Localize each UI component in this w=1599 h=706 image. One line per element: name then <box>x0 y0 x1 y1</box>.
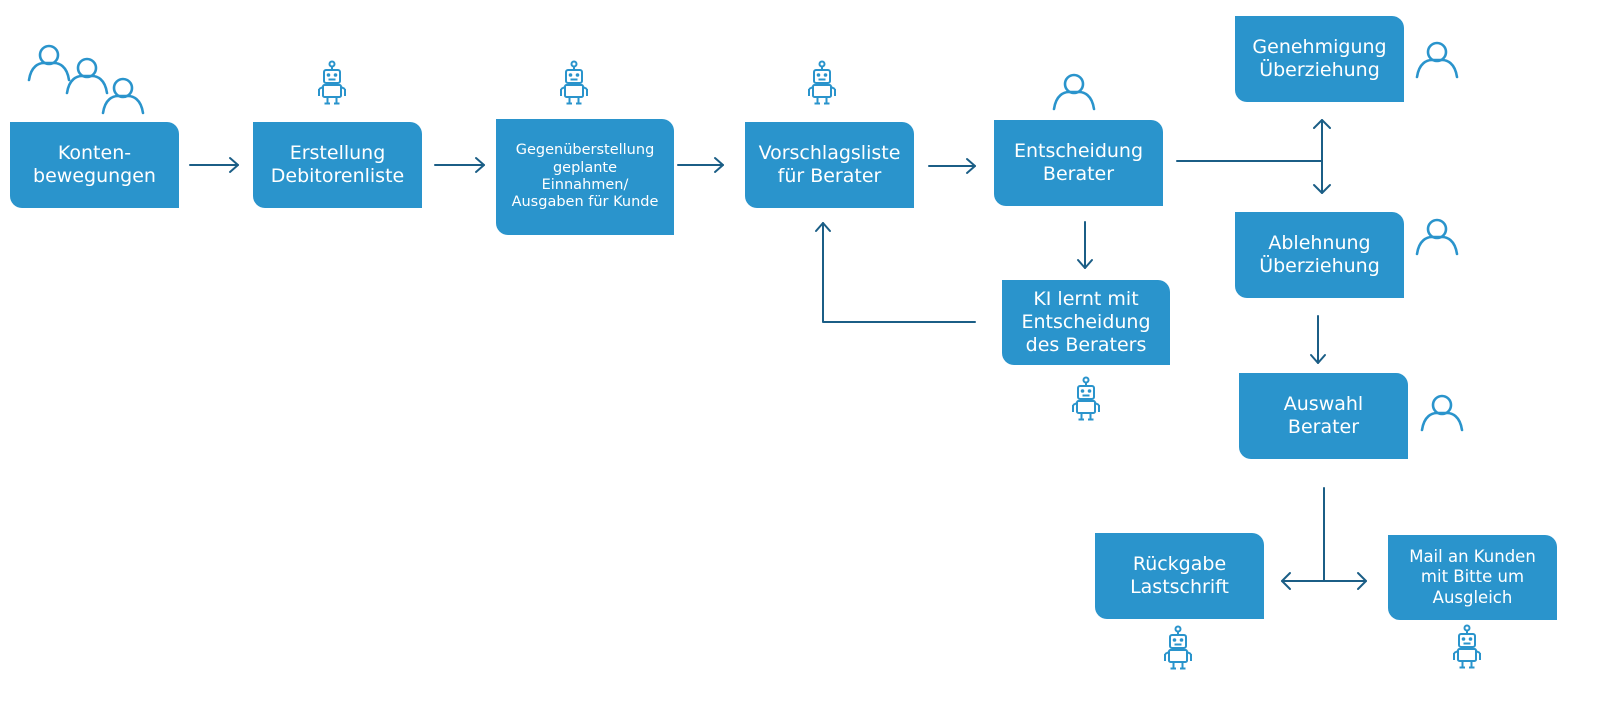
node-erstellung-debitorenliste: Erstellung Debitorenliste <box>253 122 422 208</box>
arrow-debitoren-to-gegenueberstellung <box>434 157 485 173</box>
node-entscheidung-berater: Entscheidung Berater <box>994 120 1163 206</box>
robot-icon <box>1164 625 1192 670</box>
arrow-ki-to-vorschlagsliste <box>815 222 976 323</box>
node-mail-an-kunden: Mail an Kunden mit Bitte um Ausgleich <box>1388 535 1557 620</box>
robot-icon <box>318 60 346 105</box>
arrow-split-rueckgabe-mail <box>1281 572 1367 590</box>
arrow-vorschlagsliste-to-entscheidung <box>928 158 976 174</box>
user-icon <box>1420 394 1464 432</box>
node-vorschlagsliste: Vorschlagsliste für Berater <box>745 122 914 208</box>
node-auswahl-berater: Auswahl Berater <box>1239 373 1408 459</box>
user-icon <box>1415 218 1459 256</box>
arrow-entscheidung-to-ki <box>1077 221 1093 269</box>
node-gegenueberstellung: Gegenüberstellung geplante Einnahmen/ Au… <box>496 119 674 235</box>
node-ablehnung-ueberziehung: Ablehnung Überziehung <box>1235 212 1404 298</box>
robot-icon <box>1453 624 1481 669</box>
arrow-ablehnung-to-auswahl <box>1310 315 1326 364</box>
node-genehmigung-ueberziehung: Genehmigung Überziehung <box>1235 16 1404 102</box>
arrow-konten-to-debitoren <box>189 157 239 173</box>
node-ki-lernt: KI lernt mit Entscheidung des Beraters <box>1002 280 1170 365</box>
users-group-icon <box>27 44 145 115</box>
arrow-gegenueberstellung-to-vorschlagsliste <box>677 157 724 173</box>
robot-icon <box>808 60 836 105</box>
robot-icon <box>560 60 588 105</box>
user-icon <box>1052 73 1096 111</box>
user-icon <box>1415 41 1459 79</box>
robot-icon <box>1072 376 1100 421</box>
arrow-branch-genehmigung-ablehnung <box>1313 119 1331 194</box>
node-rueckgabe-lastschrift: Rückgabe Lastschrift <box>1095 533 1264 619</box>
node-kontenbewegungen: Konten- bewegungen <box>10 122 179 208</box>
